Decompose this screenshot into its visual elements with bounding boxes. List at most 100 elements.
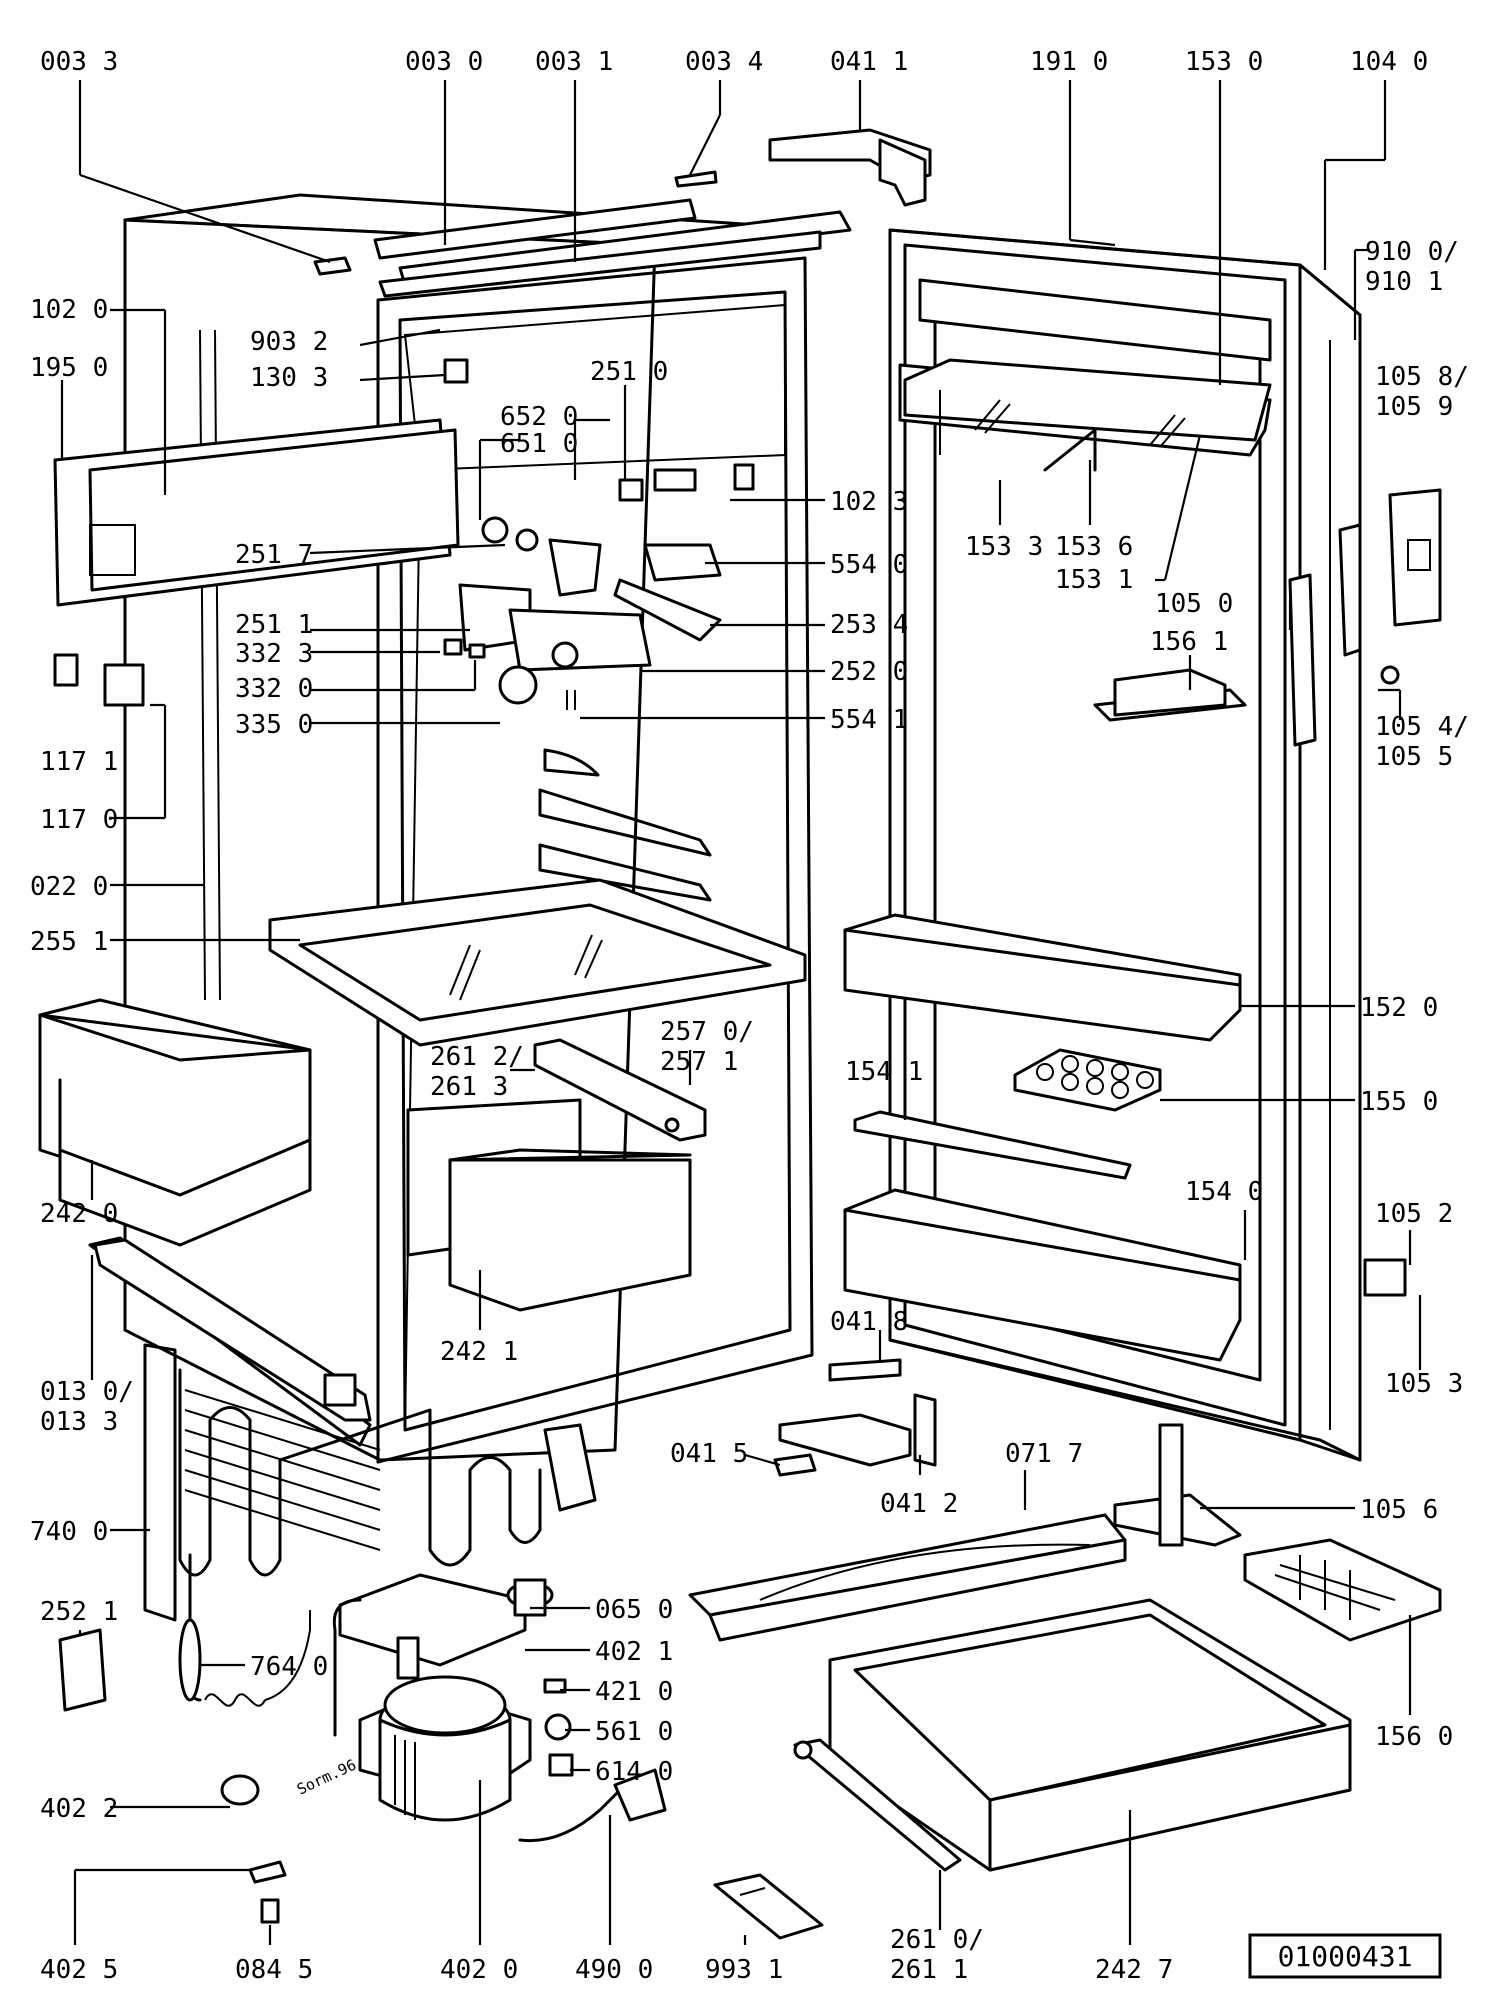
door-shelf-152 — [843, 913, 1242, 1042]
label-993-1: 993 1 — [705, 1955, 783, 1985]
label-910-1: 910 1 — [1365, 267, 1443, 297]
label-561-0: 561 0 — [595, 1717, 673, 1747]
label-257-0: 257 0/ — [660, 1017, 754, 1047]
leader-lines — [60, 80, 1422, 1945]
crisper-rail — [533, 1038, 707, 1142]
label-153-6: 153 6 — [1055, 532, 1133, 562]
label-764-0: 764 0 — [250, 1652, 328, 1682]
label-261-2: 261 2/ — [430, 1042, 524, 1072]
label-332-0: 332 0 — [235, 674, 313, 704]
label-614-0: 614 0 — [595, 1757, 673, 1787]
label-252-1: 252 1 — [40, 1597, 118, 1627]
label-251-0: 251 0 — [590, 357, 668, 387]
label-242-7: 242 7 — [1095, 1955, 1173, 1985]
label-332-3: 332 3 — [235, 639, 313, 669]
bottom-small-parts — [58, 1628, 287, 1924]
scraper-tool — [713, 1873, 824, 1940]
drawing-number-box: 01000431 — [1248, 1933, 1442, 1979]
label-084-5: 084 5 — [235, 1955, 313, 1985]
label-261-1: 261 1 — [890, 1955, 968, 1985]
top-trim-rails — [313, 170, 852, 298]
label-105-6: 105 6 — [1360, 1495, 1438, 1525]
label-003-3: 003 3 — [40, 47, 118, 77]
label-251-1: 251 1 — [235, 610, 313, 640]
label-041-5: 041 5 — [670, 1439, 748, 1469]
label-156-0: 156 0 — [1375, 1722, 1453, 1752]
bottom-hinge — [773, 1358, 937, 1477]
label-105-0: 105 0 — [1155, 589, 1233, 619]
label-402-5: 402 5 — [40, 1955, 118, 1985]
label-554-1: 554 1 — [830, 705, 908, 735]
butter-dish — [1093, 668, 1247, 722]
label-102-0: 102 0 — [30, 295, 108, 325]
label-251-7: 251 7 — [235, 540, 313, 570]
label-554-0: 554 0 — [830, 550, 908, 580]
glass-shelf — [268, 878, 807, 1047]
label-152-0: 152 0 — [1360, 993, 1438, 1023]
part-labels: 003 3 003 0 003 1 003 4 041 1 191 0 153 … — [30, 47, 1469, 1985]
interior-drawers — [406, 1098, 692, 1312]
label-105-5: 105 5 — [1375, 742, 1453, 772]
label-153-1: 153 1 — [1055, 565, 1133, 595]
label-105-3: 105 3 — [1385, 1369, 1463, 1399]
label-740-0: 740 0 — [30, 1517, 108, 1547]
drawing-number: 01000431 — [1278, 1940, 1413, 1973]
label-105-2: 105 2 — [1375, 1199, 1453, 1229]
compressor — [332, 1573, 667, 1843]
label-041-1: 041 1 — [830, 47, 908, 77]
label-041-8: 041 8 — [830, 1307, 908, 1337]
capillary-tube — [178, 1553, 311, 1707]
label-013-3: 013 3 — [40, 1407, 118, 1437]
label-105-9: 105 9 — [1375, 392, 1453, 422]
ice-tray — [1243, 1538, 1442, 1642]
label-910-0: 910 0/ — [1365, 237, 1459, 267]
label-402-0: 402 0 — [440, 1955, 518, 1985]
label-651-0: 651 0 — [500, 429, 578, 459]
label-335-0: 335 0 — [235, 710, 313, 740]
label-104-0: 104 0 — [1350, 47, 1428, 77]
thermostat-parts — [443, 358, 755, 710]
label-105-8: 105 8/ — [1375, 362, 1469, 392]
label-013-0: 013 0/ — [40, 1377, 134, 1407]
label-105-4: 105 4/ — [1375, 712, 1469, 742]
label-195-0: 195 0 — [30, 353, 108, 383]
label-065-0: 065 0 — [595, 1595, 673, 1625]
label-117-1: 117 1 — [40, 747, 118, 777]
label-130-3: 130 3 — [250, 363, 328, 393]
label-153-3: 153 3 — [965, 532, 1043, 562]
label-402-2: 402 2 — [40, 1794, 118, 1824]
label-022-0: 022 0 — [30, 872, 108, 902]
label-261-3: 261 3 — [430, 1072, 508, 1102]
label-490-0: 490 0 — [575, 1955, 653, 1985]
label-257-1: 257 1 — [660, 1047, 738, 1077]
door-shelf-154 — [843, 1188, 1242, 1362]
bottle-rack-154-1 — [853, 1110, 1132, 1180]
label-153-0: 153 0 — [1185, 47, 1263, 77]
side-brackets — [53, 653, 145, 707]
label-003-1: 003 1 — [535, 47, 613, 77]
label-003-0: 003 0 — [405, 47, 483, 77]
top-hinge — [768, 128, 932, 207]
label-252-0: 252 0 — [830, 657, 908, 687]
condenser — [143, 1343, 597, 1622]
label-261-0: 261 0/ — [890, 1925, 984, 1955]
label-071-7: 071 7 — [1005, 1439, 1083, 1469]
front-base-trim — [93, 1238, 372, 1422]
plinth-panel — [688, 1513, 1127, 1642]
label-003-4: 003 4 — [685, 47, 763, 77]
label-903-2: 903 2 — [250, 327, 328, 357]
label-191-0: 191 0 — [1030, 47, 1108, 77]
label-154-0: 154 0 — [1185, 1177, 1263, 1207]
dairy-compartment — [898, 278, 1272, 472]
label-102-3: 102 3 — [830, 487, 908, 517]
shelf-supports — [538, 748, 712, 902]
base-strip — [793, 1738, 962, 1872]
label-154-1: 154 1 — [845, 1057, 923, 1087]
left-bin — [38, 998, 312, 1247]
large-bottom-bin — [828, 1598, 1352, 1872]
label-402-1: 402 1 — [595, 1637, 673, 1667]
handwritten-note: Sorm.96 — [294, 1756, 359, 1799]
adjustable-foot — [1113, 1423, 1242, 1547]
label-242-0: 242 0 — [40, 1199, 118, 1229]
